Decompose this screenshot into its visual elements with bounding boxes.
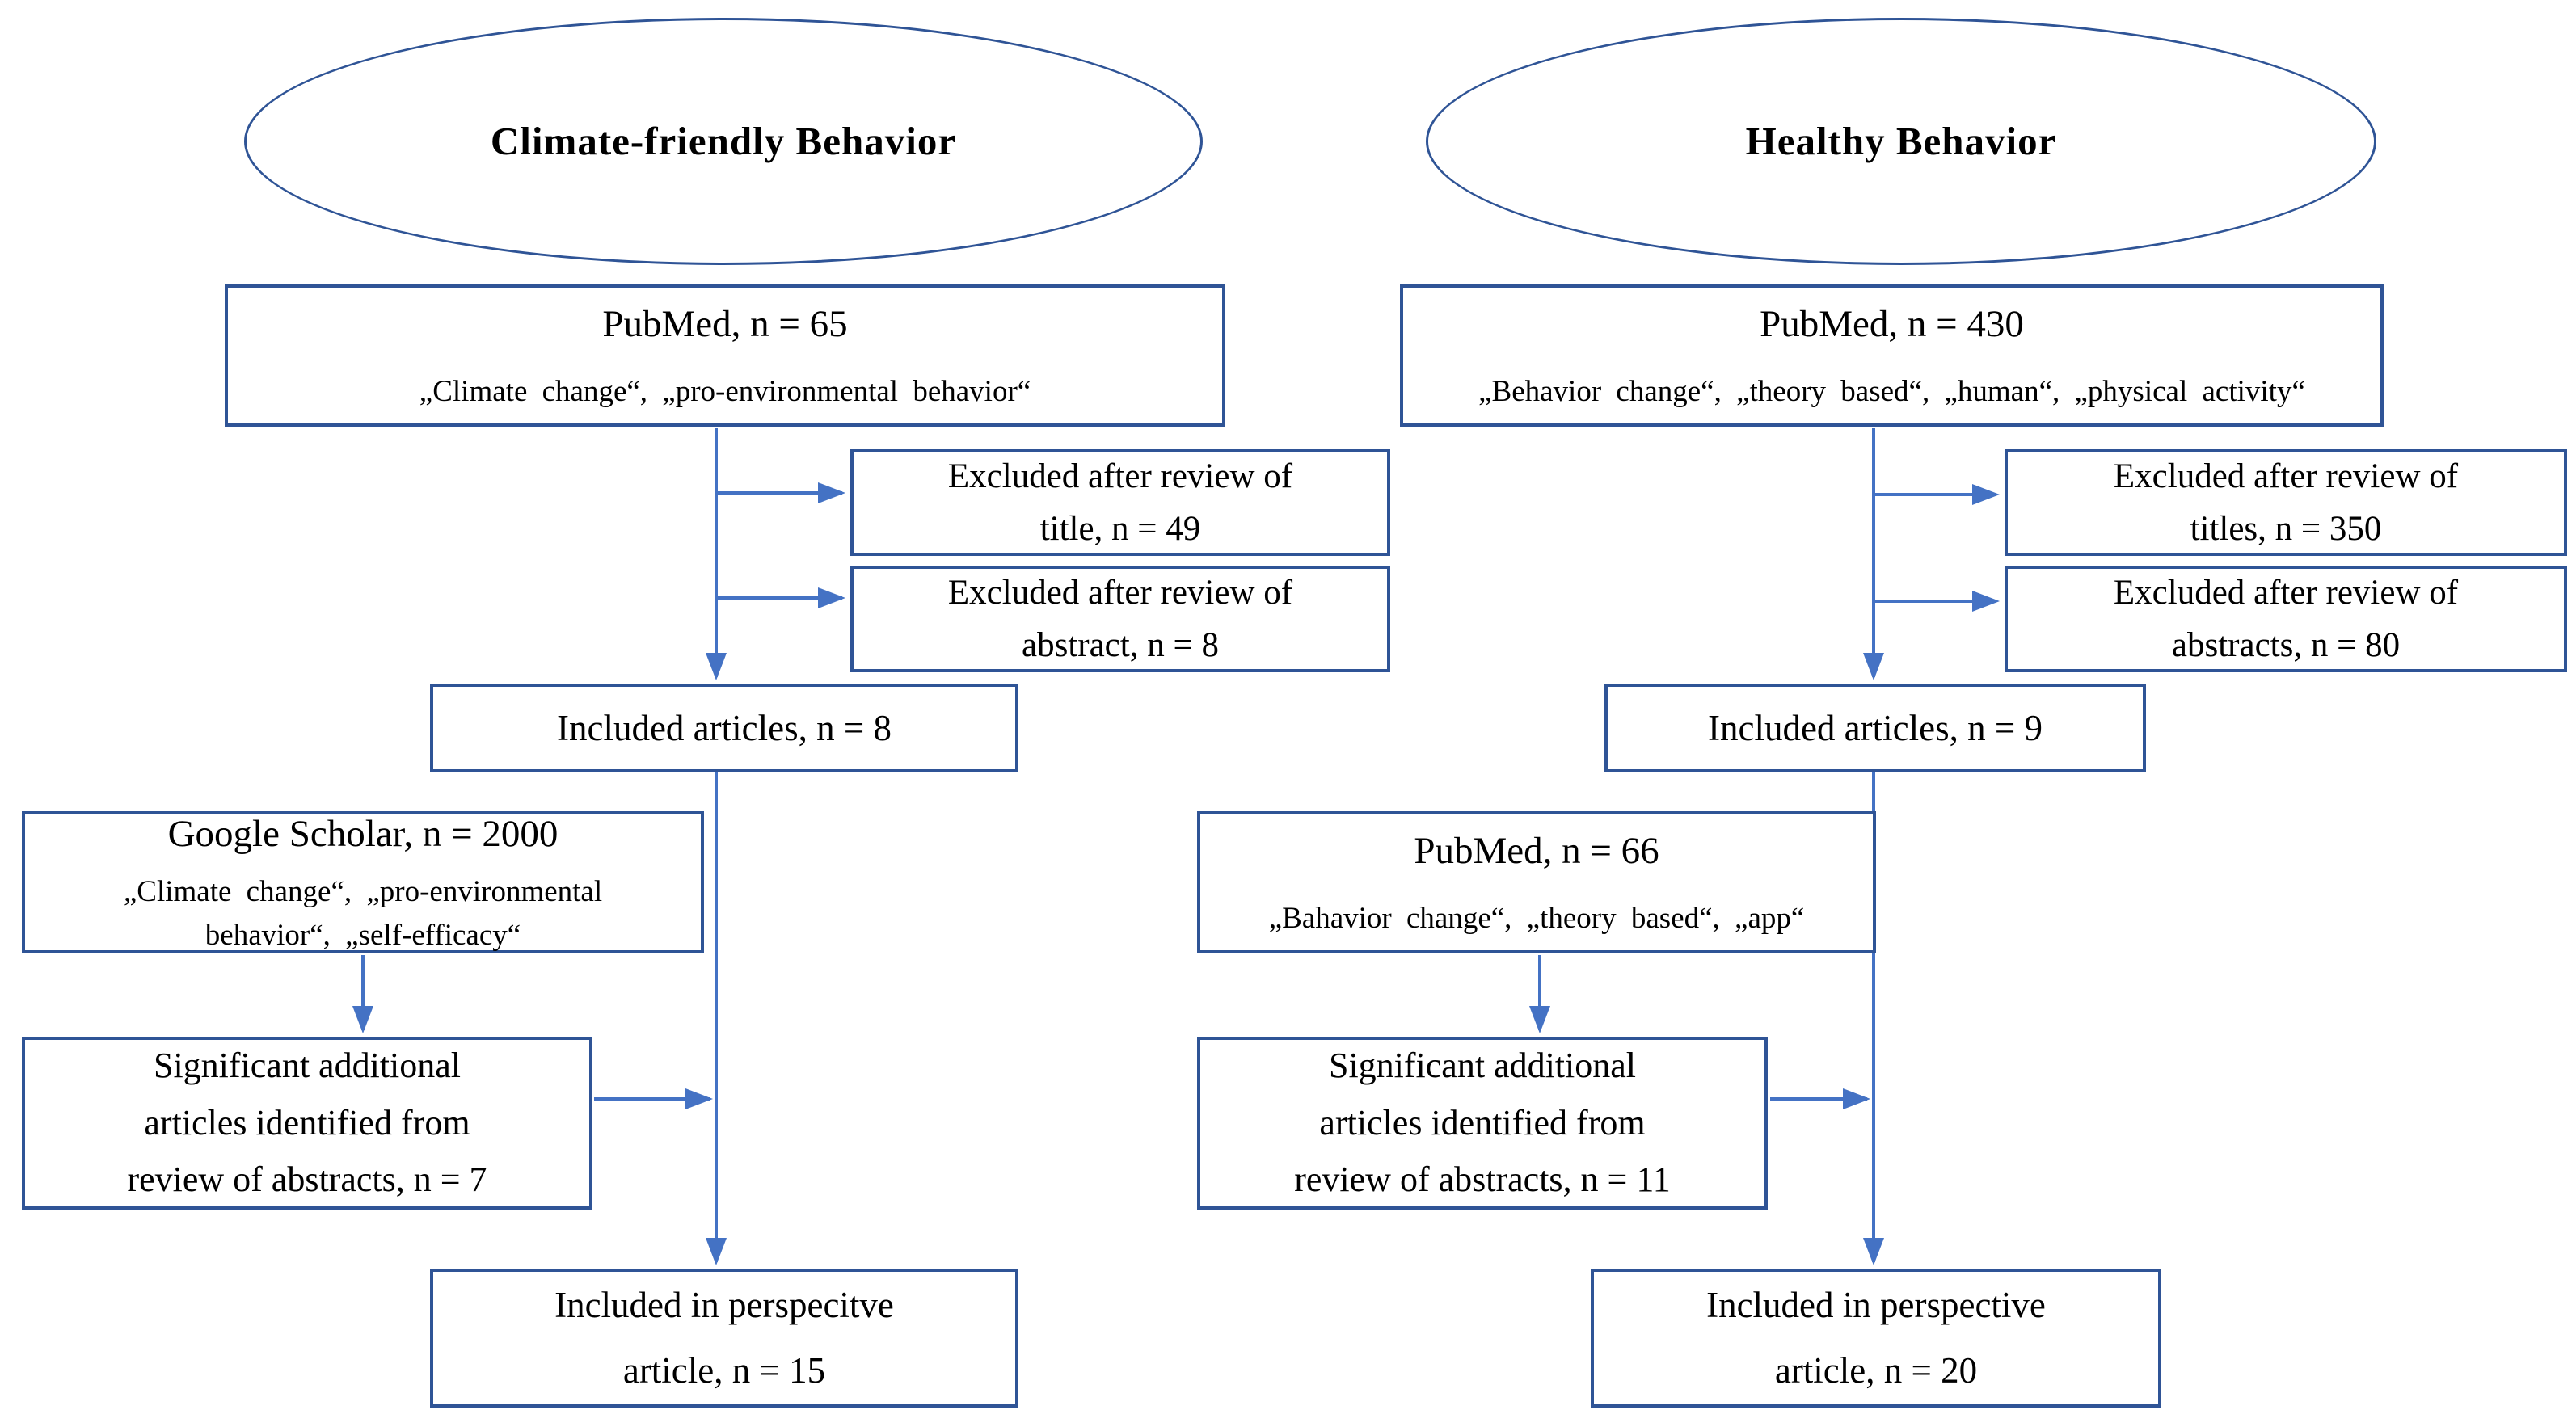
box-included-articles-climate: Included articles, n = 8: [430, 684, 1018, 772]
box-included-perspective-climate: Included in perspecitve article, n = 15: [430, 1269, 1018, 1408]
box-google-scholar-climate: Google Scholar, n = 2000 „Climate change…: [22, 811, 704, 953]
google-scholar-title: Google Scholar, n = 2000: [167, 813, 559, 856]
pubmed2-healthy-keywords: „Bahavior change“, „theory based“, „app“: [1268, 901, 1805, 935]
pubmed-healthy-title: PubMed, n = 430: [1760, 303, 2024, 346]
excluded-titles-healthy-line1: Excluded after review of: [2113, 457, 2459, 495]
google-scholar-keywords-line1: „Climate change“, „pro-environmental: [123, 874, 603, 908]
ellipse-healthy-label: Healthy Behavior: [1745, 118, 2057, 163]
box-pubmed2-healthy: PubMed, n = 66 „Bahavior change“, „theor…: [1197, 811, 1876, 953]
included-articles-climate-label: Included articles, n = 8: [557, 707, 892, 748]
significant-climate-line3: review of abstracts, n = 7: [127, 1160, 487, 1200]
box-excluded-title-climate: Excluded after review of title, n = 49: [850, 449, 1390, 556]
significant-healthy-line1: Significant additional: [1328, 1046, 1637, 1086]
final-climate-line2: article, n = 15: [622, 1350, 826, 1391]
final-healthy-line2: article, n = 20: [1774, 1350, 1978, 1391]
box-included-articles-healthy: Included articles, n = 9: [1604, 684, 2146, 772]
box-significant-additional-healthy: Significant additional articles identifi…: [1197, 1037, 1768, 1210]
excluded-abstracts-healthy-line1: Excluded after review of: [2113, 573, 2459, 612]
box-pubmed-healthy: PubMed, n = 430 „Behavior change“, „theo…: [1400, 284, 2384, 427]
included-articles-healthy-label: Included articles, n = 9: [1708, 707, 2043, 748]
excluded-title-climate-line1: Excluded after review of: [947, 457, 1293, 495]
significant-healthy-line2: articles identified from: [1319, 1102, 1646, 1143]
excluded-abstract-climate-line1: Excluded after review of: [947, 573, 1293, 612]
excluded-abstract-climate-line2: abstract, n = 8: [1022, 626, 1219, 664]
ellipse-healthy-behavior: Healthy Behavior: [1426, 18, 2376, 265]
pubmed2-healthy-title: PubMed, n = 66: [1414, 830, 1659, 873]
google-scholar-keywords-line2: behavior“, „self-efficacy“: [204, 918, 521, 952]
box-excluded-titles-healthy: Excluded after review of titles, n = 350: [2005, 449, 2567, 556]
pubmed-healthy-keywords: „Behavior change“, „theory based“, „huma…: [1478, 374, 2305, 408]
significant-healthy-line3: review of abstracts, n = 11: [1294, 1160, 1671, 1200]
excluded-title-climate-line2: title, n = 49: [1039, 510, 1201, 548]
significant-climate-line2: articles identified from: [144, 1102, 470, 1143]
box-included-perspective-healthy: Included in perspective article, n = 20: [1591, 1269, 2161, 1408]
box-pubmed-climate: PubMed, n = 65 „Climate change“, „pro-en…: [225, 284, 1225, 427]
box-excluded-abstracts-healthy: Excluded after review of abstracts, n = …: [2005, 566, 2567, 672]
final-climate-line1: Included in perspecitve: [554, 1285, 894, 1325]
excluded-titles-healthy-line2: titles, n = 350: [2190, 510, 2382, 548]
pubmed-climate-title: PubMed, n = 65: [602, 303, 848, 346]
box-significant-additional-climate: Significant additional articles identifi…: [22, 1037, 592, 1210]
excluded-abstracts-healthy-line2: abstracts, n = 80: [2171, 626, 2401, 664]
box-excluded-abstract-climate: Excluded after review of abstract, n = 8: [850, 566, 1390, 672]
final-healthy-line1: Included in perspective: [1706, 1285, 2046, 1325]
ellipse-climate-label: Climate-friendly Behavior: [490, 118, 957, 163]
significant-climate-line1: Significant additional: [153, 1046, 462, 1086]
pubmed-climate-keywords: „Climate change“, „pro-environmental beh…: [419, 374, 1031, 408]
ellipse-climate-friendly-behavior: Climate-friendly Behavior: [244, 18, 1203, 265]
